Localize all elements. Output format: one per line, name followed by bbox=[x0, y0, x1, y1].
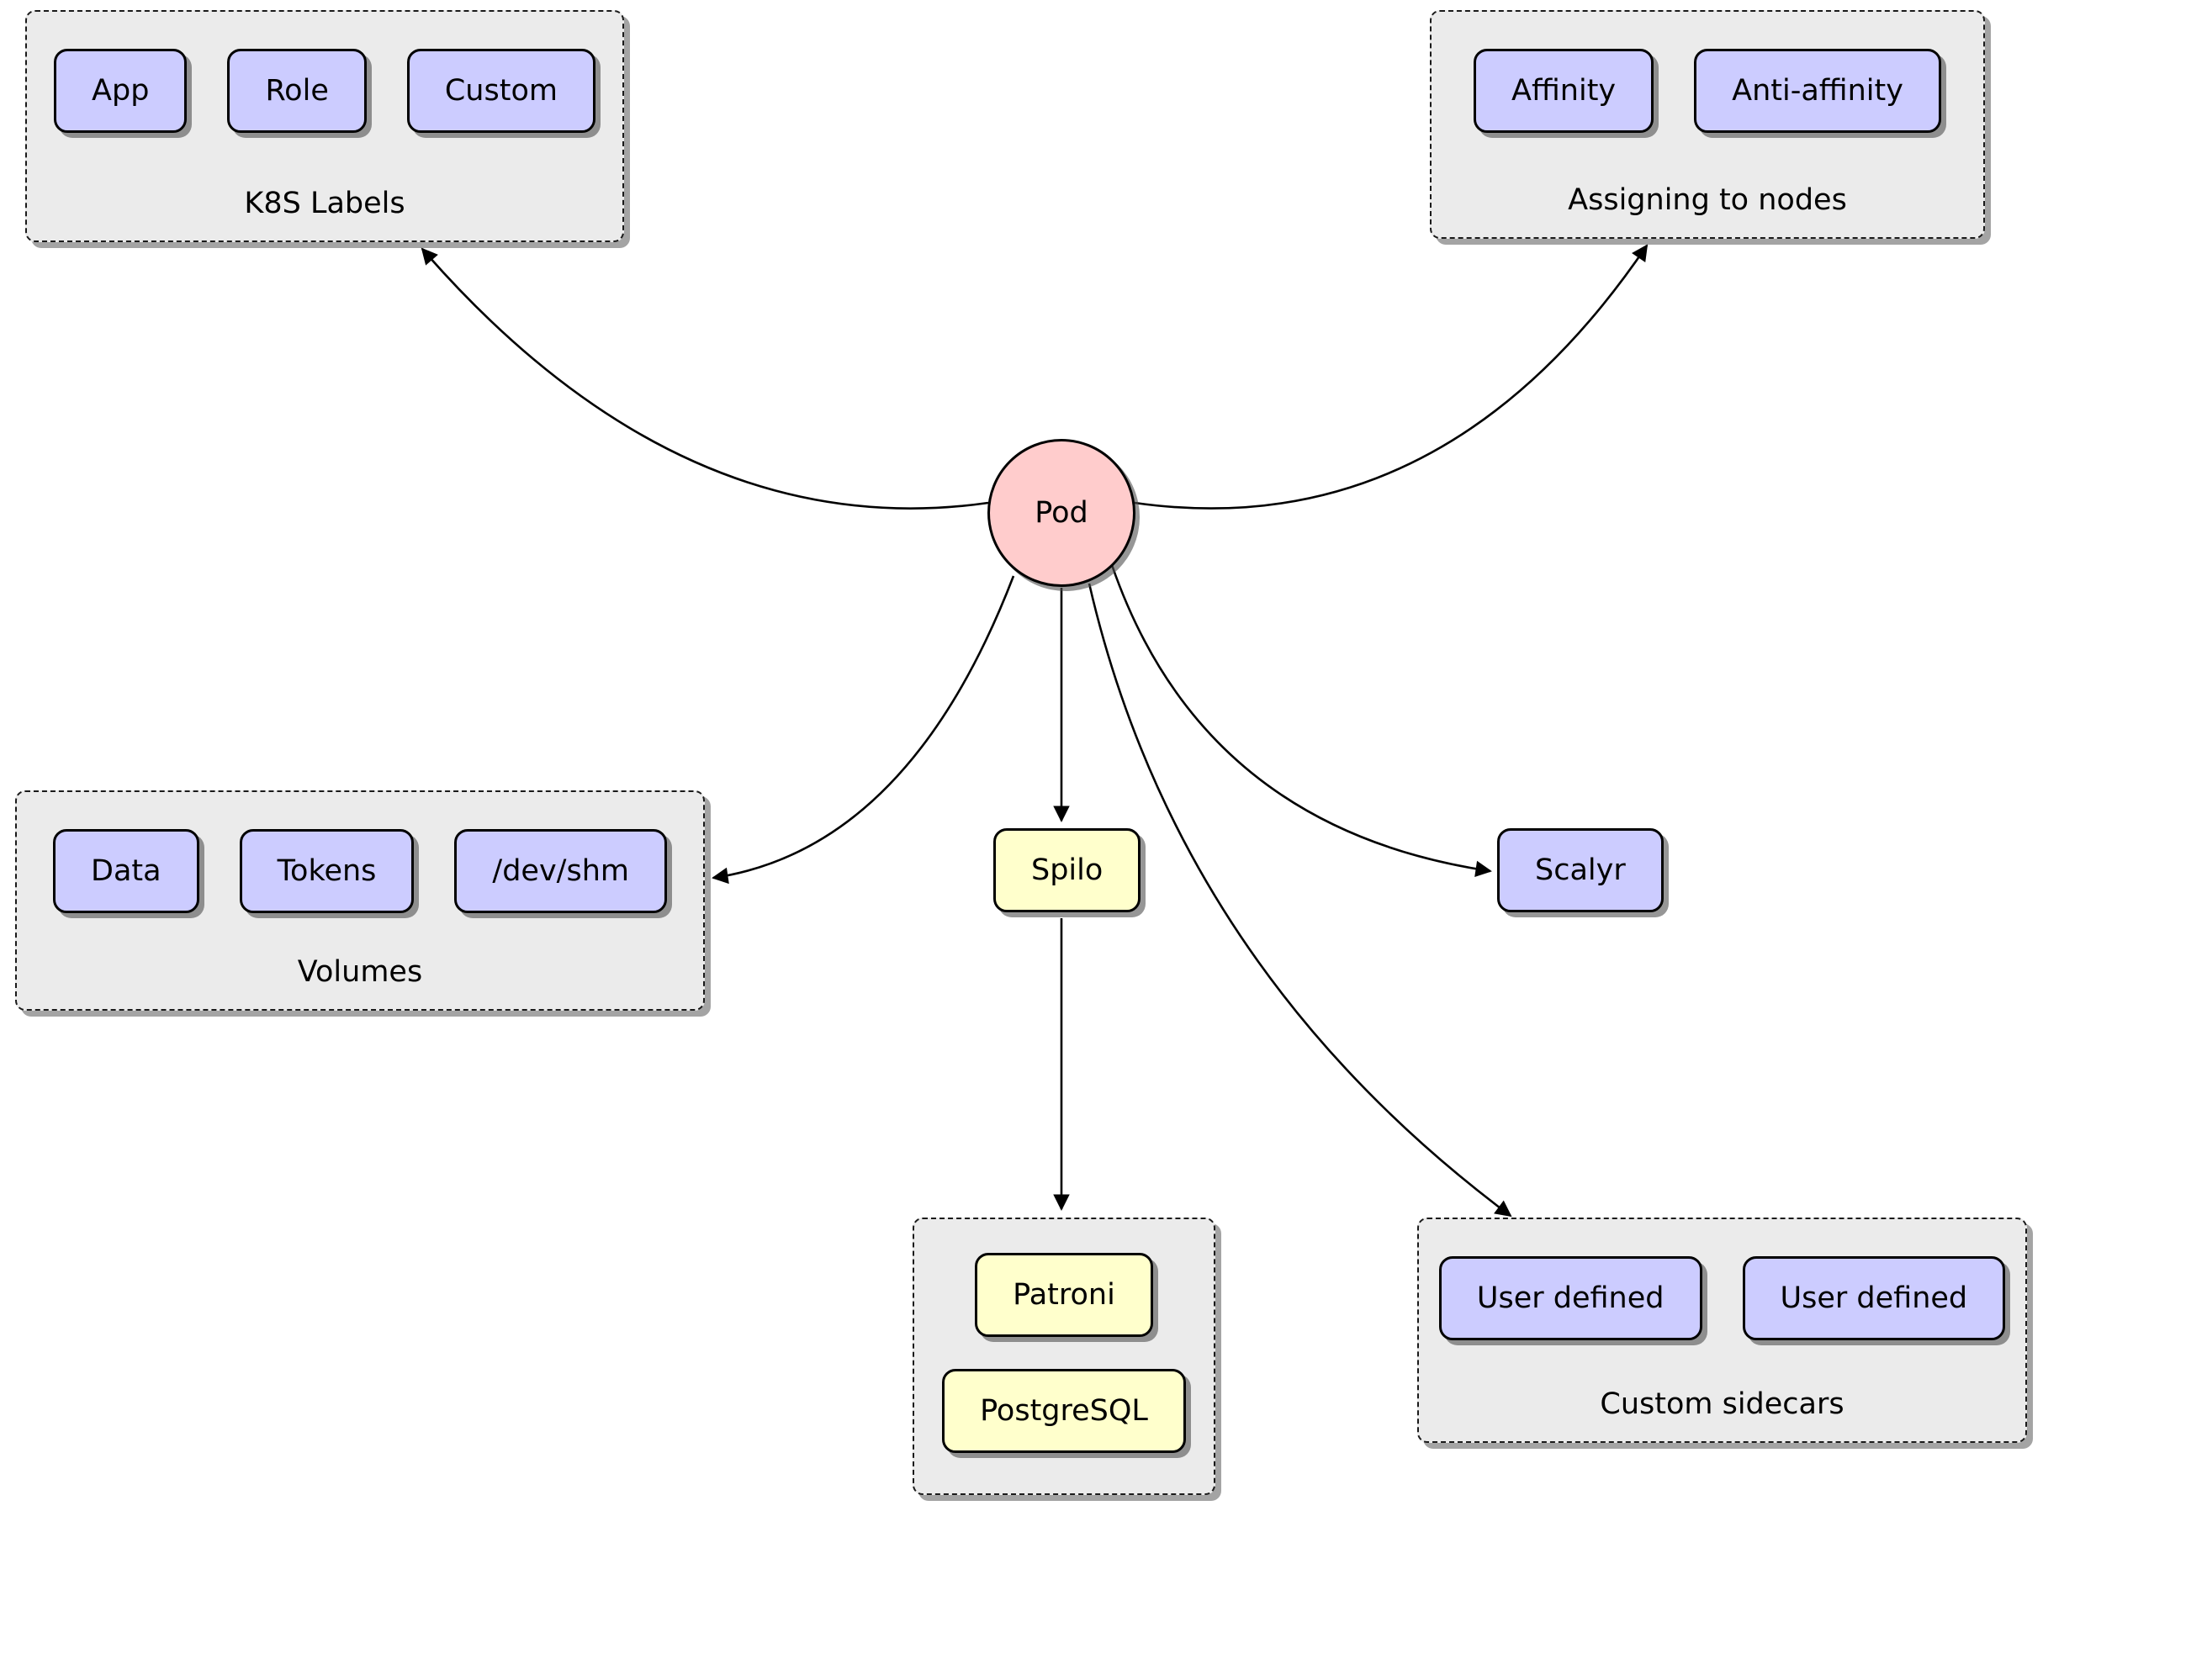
edge-pod-to-custom-sidecars bbox=[1088, 583, 1512, 1218]
assigning-row: Affinity Anti-affinity bbox=[1474, 49, 1941, 133]
group-volumes: Data Tokens /dev/shm Volumes bbox=[15, 790, 705, 1011]
group-k8s-labels: App Role Custom K8S Labels bbox=[25, 10, 624, 242]
pod-node: Pod bbox=[987, 439, 1135, 587]
node-data: Data bbox=[53, 829, 199, 913]
edge-pod-to-scalyr bbox=[1110, 564, 1492, 878]
assigning-caption: Assigning to nodes bbox=[1568, 183, 1847, 217]
node-dev-shm: /dev/shm bbox=[454, 829, 667, 913]
spilo-containers-col: Patroni PostgreSQL bbox=[942, 1253, 1186, 1453]
node-user-defined-1: User defined bbox=[1438, 1256, 1702, 1340]
custom-sidecars-caption: Custom sidecars bbox=[1600, 1387, 1844, 1421]
node-affinity: Affinity bbox=[1474, 49, 1654, 133]
node-tokens: Tokens bbox=[239, 829, 415, 913]
node-app: App bbox=[54, 49, 188, 133]
node-postgresql: PostgreSQL bbox=[942, 1369, 1186, 1453]
group-spilo-containers: Patroni PostgreSQL bbox=[913, 1218, 1215, 1495]
node-custom: Custom bbox=[406, 49, 595, 133]
volumes-row: Data Tokens /dev/shm bbox=[53, 829, 667, 913]
group-assigning-to-nodes: Affinity Anti-affinity Assigning to node… bbox=[1430, 10, 1985, 239]
node-spilo: Spilo bbox=[993, 828, 1141, 912]
node-user-defined-2: User defined bbox=[1742, 1256, 2006, 1340]
edge-pod-to-volumes bbox=[712, 575, 1015, 885]
node-anti-affinity: Anti-affinity bbox=[1694, 49, 1941, 133]
volumes-caption: Volumes bbox=[297, 955, 423, 989]
k8s-labels-row: App Role Custom bbox=[54, 49, 595, 133]
edge-pod-to-k8s-labels bbox=[421, 247, 989, 510]
node-role: Role bbox=[227, 49, 367, 133]
node-scalyr: Scalyr bbox=[1497, 828, 1664, 912]
k8s-labels-caption: K8S Labels bbox=[244, 187, 405, 220]
group-custom-sidecars: User defined User defined Custom sidecar… bbox=[1417, 1218, 2027, 1443]
custom-sidecars-row: User defined User defined bbox=[1438, 1256, 2006, 1340]
edge-pod-to-assigning bbox=[1134, 244, 1649, 510]
node-patroni: Patroni bbox=[975, 1253, 1153, 1337]
